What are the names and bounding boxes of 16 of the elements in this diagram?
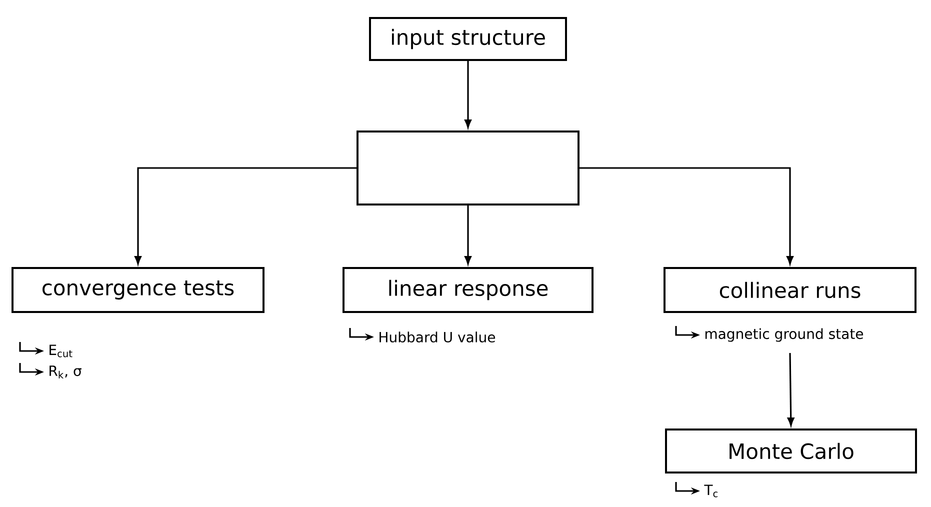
process-box: linear response	[342, 267, 594, 313]
arrow	[464, 61, 472, 128]
arrow	[134, 167, 356, 264]
result-note: E$_{cut}$	[50, 344, 72, 358]
process-box: collinear runs	[664, 267, 916, 313]
process-box: Monte Carlo	[665, 428, 917, 474]
arrow	[580, 167, 794, 264]
result-note: R$_{k}$, σ	[50, 366, 82, 378]
process-box: convergence tests	[12, 267, 264, 313]
arrow	[464, 206, 472, 264]
process-box: input structure	[369, 17, 567, 61]
result-note: magnetic ground state	[705, 328, 864, 342]
empty-box	[356, 130, 580, 206]
result-note: Hubbard U value	[380, 332, 496, 342]
arrow	[787, 353, 794, 426]
result-note: T$_{c}$	[704, 484, 718, 498]
